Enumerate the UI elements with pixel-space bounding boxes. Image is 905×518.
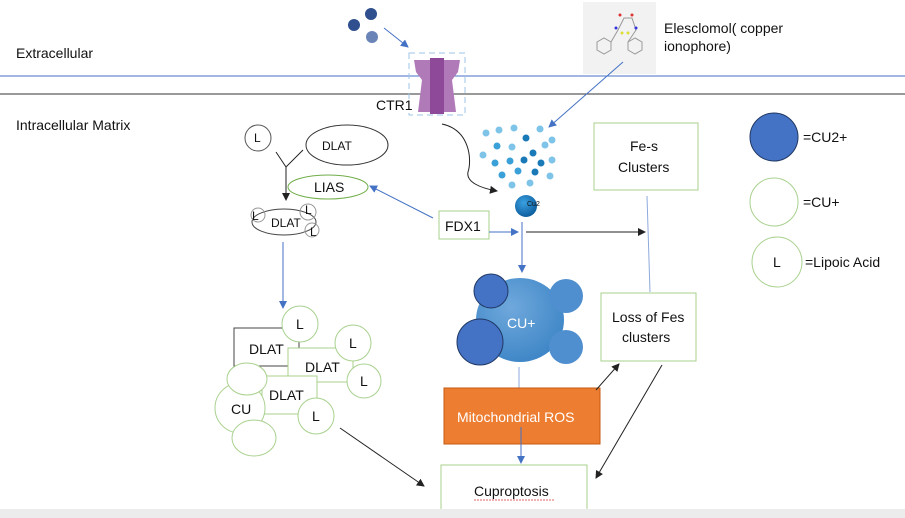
agg-l-1: L bbox=[296, 316, 304, 332]
arrow-elesclomol-to-pool bbox=[548, 61, 624, 128]
dlat-lipoylated-label: DLAT bbox=[271, 216, 301, 230]
legend-cu1-label: =CU+ bbox=[803, 194, 840, 210]
arrow-loss-to-cuproptosis bbox=[595, 364, 663, 479]
lias-node bbox=[287, 174, 369, 200]
fdx1-label: FDX1 bbox=[445, 218, 481, 234]
legend-cu2-label: =CU2+ bbox=[803, 129, 847, 145]
extracellular-copper-ions bbox=[348, 8, 378, 43]
fes-label-1: Fe-s bbox=[630, 138, 658, 154]
agg-dlat-1: DLAT bbox=[249, 341, 284, 357]
fes-to-loss-line bbox=[646, 195, 651, 293]
legend-cu2-swatch bbox=[749, 112, 799, 162]
cu-plus-cluster bbox=[456, 273, 583, 366]
dlat-l-label-1: L bbox=[252, 209, 259, 223]
dlat-aggregate bbox=[214, 305, 382, 457]
extracellular-label: Extracellular bbox=[16, 45, 93, 61]
cuproptosis-node bbox=[440, 464, 588, 516]
arrow-aggregate-to-cuproptosis bbox=[339, 427, 425, 487]
loss-of-fes-node bbox=[600, 292, 697, 362]
ctr1-label: CTR1 bbox=[376, 97, 413, 113]
legend-cu1-swatch bbox=[749, 177, 799, 227]
agg-cu: CU bbox=[231, 401, 251, 417]
loss-label-1: Loss of Fes bbox=[612, 309, 684, 325]
cu2-ion-label: Cu2 bbox=[527, 201, 540, 208]
loss-label-2: clusters bbox=[622, 329, 670, 345]
lipoic-acid-top bbox=[244, 124, 272, 152]
fes-clusters-node bbox=[593, 122, 699, 191]
dlat-lipoylated bbox=[251, 208, 317, 236]
lipoic-acid-top-label: L bbox=[254, 131, 261, 145]
agg-l-2: L bbox=[349, 335, 357, 351]
legend-lipoic-symbol: L bbox=[773, 254, 781, 270]
agg-dlat-3: DLAT bbox=[269, 387, 304, 403]
fes-label-2: Clusters bbox=[618, 159, 669, 175]
elesclomol-structure-image bbox=[583, 2, 656, 74]
ros-label: Mitochondrial ROS bbox=[457, 409, 575, 425]
ctr1-transporter-icon bbox=[408, 52, 466, 116]
arrow-fdx1-to-lias bbox=[369, 185, 434, 219]
dlat-l-label-2: L bbox=[305, 203, 312, 217]
fdx1-node bbox=[438, 210, 490, 240]
intracellular-label: Intracellular Matrix bbox=[16, 117, 130, 133]
arrow-ros-to-loss bbox=[595, 363, 620, 391]
agg-l-3: L bbox=[360, 373, 368, 389]
cuproptosis-label: Cuproptosis bbox=[474, 483, 549, 499]
dlat-top-label: DLAT bbox=[322, 139, 352, 153]
merge-lines bbox=[275, 149, 304, 200]
agg-dlat-2: DLAT bbox=[305, 359, 340, 375]
agg-l-4: L bbox=[312, 408, 320, 424]
arrow-ions-to-ctr1 bbox=[383, 27, 409, 48]
intracellular-copper-pool bbox=[479, 124, 556, 189]
dlat-l-label-3: L bbox=[310, 225, 317, 239]
mitochondrial-ros-node bbox=[443, 387, 601, 445]
legend-lipoic-swatch bbox=[751, 236, 803, 288]
elesclomol-label: Elesclomol( copper bbox=[664, 20, 783, 36]
legend-lipoic-label: =Lipoic Acid bbox=[805, 254, 880, 270]
arrow-ctr1-to-cu bbox=[441, 123, 498, 194]
legend: =CU2+ =CU+ L =Lipoic Acid bbox=[749, 112, 880, 288]
dlat-top bbox=[305, 124, 389, 166]
lias-label: LIAS bbox=[314, 179, 344, 195]
cu-plus-label: CU+ bbox=[507, 315, 535, 331]
lipoylated-l-circles bbox=[250, 203, 320, 238]
cu2-ion bbox=[515, 195, 537, 217]
elesclomol-label-line2: ionophore) bbox=[664, 38, 731, 54]
bottom-strip bbox=[0, 509, 905, 518]
